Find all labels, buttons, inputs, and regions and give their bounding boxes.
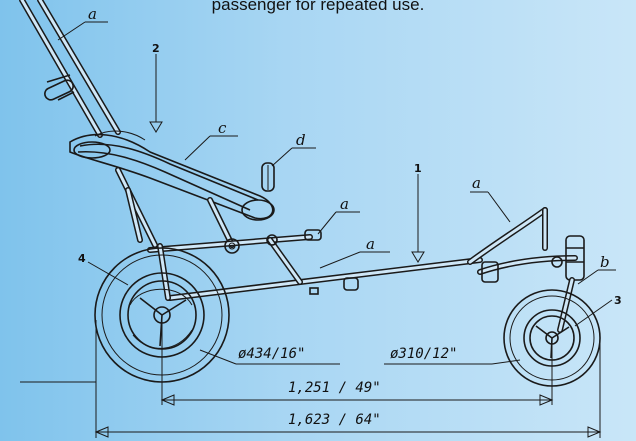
callout-1: 1 [414, 162, 422, 175]
callout-2: 2 [152, 42, 160, 55]
label-a-main: a [366, 235, 375, 253]
dimension-lines [20, 320, 602, 438]
armrest-peg [261, 162, 275, 192]
label-b-fork: b [600, 253, 610, 271]
steering-head [551, 235, 585, 333]
callout-3: 3 [614, 294, 622, 307]
label-a-cross: a [340, 195, 349, 213]
leaders [57, 21, 616, 327]
callout-4: 4 [78, 252, 86, 265]
label-c-seat: c [218, 119, 227, 137]
caption-text: passenger for repeated use. [211, 0, 425, 14]
seat-supports [115, 167, 235, 248]
dim-rear-wheel: ø434/16" [238, 346, 305, 362]
label-a-front: a [472, 174, 481, 192]
dim-overall-length: 1,623 / 64" [288, 412, 381, 428]
label-d-peg: d [296, 131, 306, 149]
push-handle [19, 0, 121, 138]
dim-wheelbase: 1,251 / 49" [288, 380, 381, 396]
label-a-handle: a [88, 5, 97, 23]
seat [69, 130, 275, 221]
dim-front-wheel: ø310/12" [390, 346, 457, 362]
